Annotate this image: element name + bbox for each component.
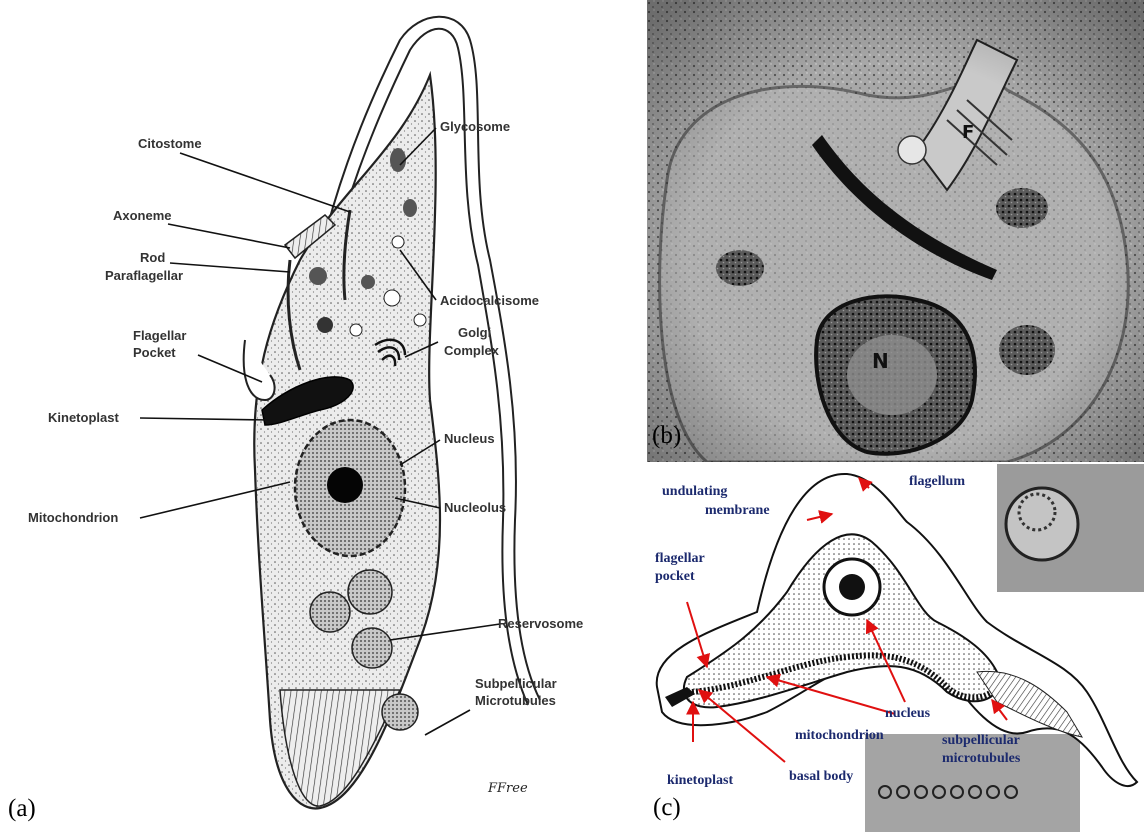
label-microtubules-c: microtubules (942, 751, 1021, 766)
label-undulating: undulating (662, 484, 727, 499)
label-golgi: Golgi (458, 325, 491, 340)
label-mitochondrion: Mitochondrion (28, 510, 118, 525)
panel-c-schematic: undulating membrane flagellum flagellar … (647, 462, 1144, 832)
label-nucleus-c: nucleus (885, 706, 931, 721)
label-basal-body: basal body (789, 769, 853, 784)
panel-b-label: (b) (652, 422, 681, 450)
label-paraflagellar: Paraflagellar (105, 268, 183, 283)
micrograph-marker-n: N (872, 349, 889, 373)
panel-c-label: (c) (653, 794, 681, 822)
panel-a-illustration: Citostome Axoneme Rod Paraflagellar Flag… (0, 0, 640, 832)
panel-b-micrograph-image: F N (647, 0, 1144, 462)
panel-c-trypomastigote-schematic: undulating membrane flagellum flagellar … (647, 462, 1144, 832)
panel-b-electron-micrograph: F N (b) (647, 0, 1144, 462)
label-pocket: Pocket (133, 345, 176, 360)
label-acidocalcisome: Acidocalcisome (440, 293, 539, 308)
label-subpellicular-c: subpellicular (942, 733, 1020, 748)
label-citostome: Citostome (138, 136, 202, 151)
label-kinetoplast-c: kinetoplast (667, 773, 733, 788)
label-microtubules: Microtubules (475, 693, 556, 708)
label-axoneme: Axoneme (113, 208, 172, 223)
label-mitochondrion-c: mitochondrion (795, 728, 884, 743)
label-nucleus: Nucleus (444, 431, 495, 446)
label-flagellum: flagellum (909, 474, 965, 489)
label-kinetoplast: Kinetoplast (48, 410, 119, 425)
label-membrane: membrane (705, 503, 770, 518)
inset-microtubule-cross-section (865, 734, 1080, 832)
artist-signature: FFree (487, 781, 528, 796)
label-reservosome: Reservosome (498, 616, 583, 631)
label-complex: Complex (444, 343, 500, 358)
panel-a-trypomastigote-drawing: Citostome Axoneme Rod Paraflagellar Flag… (0, 0, 640, 832)
label-flagellar: Flagellar (133, 328, 186, 343)
nucleolus-shape (327, 467, 363, 503)
label-pocket: pocket (655, 569, 695, 584)
panel-a-label: (a) (8, 795, 36, 823)
label-flagellar: flagellar (655, 551, 705, 566)
label-subpellicular: Subpellicular (475, 676, 557, 691)
label-rod: Rod (140, 250, 165, 265)
label-nucleolus: Nucleolus (444, 500, 506, 515)
micrograph-marker-f: F (962, 122, 974, 143)
label-glycosome: Glycosome (440, 119, 510, 134)
